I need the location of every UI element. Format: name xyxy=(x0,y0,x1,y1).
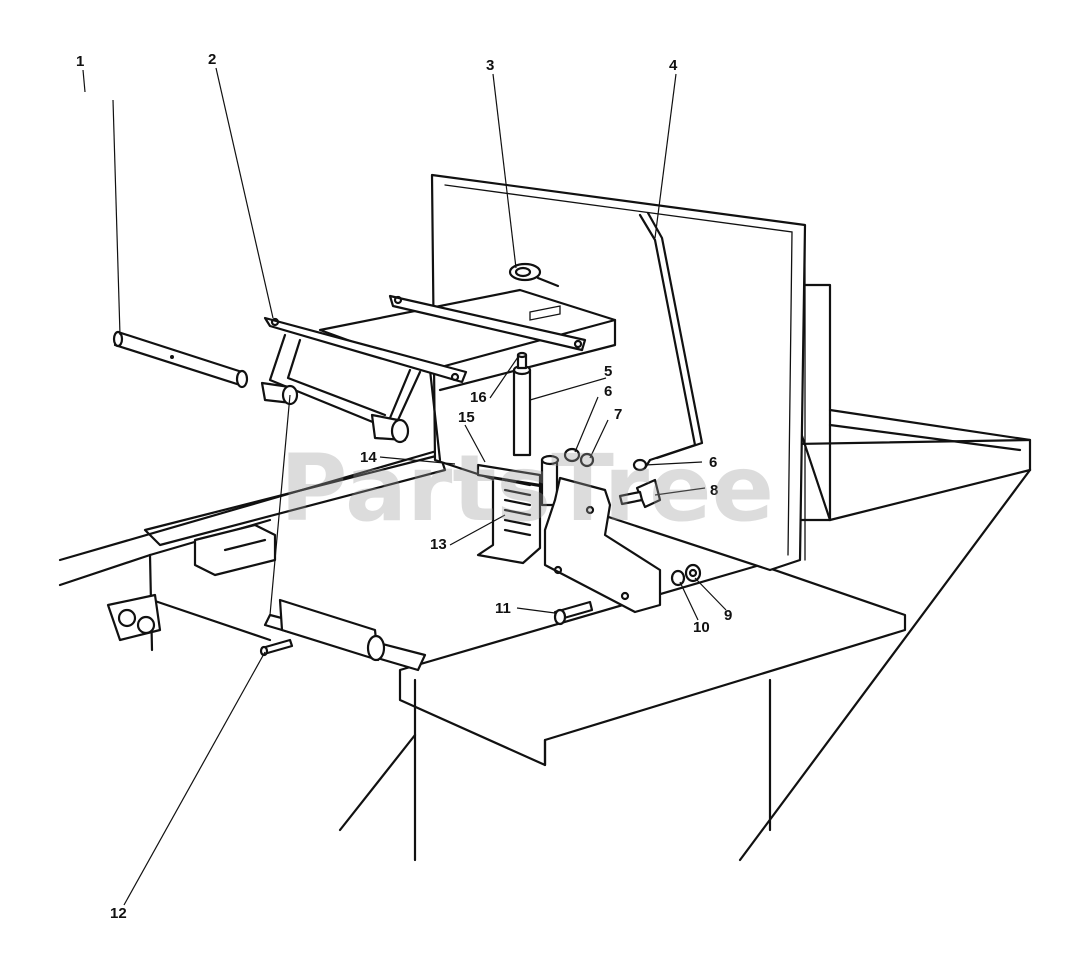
callout-4: 4 xyxy=(669,57,678,74)
strap-bar-assembly xyxy=(260,294,587,444)
callout-15: 15 xyxy=(458,409,475,426)
leader-lines xyxy=(82,67,727,906)
ring-clip xyxy=(508,262,561,321)
rod-shaft xyxy=(112,330,249,389)
bent-control-rod xyxy=(638,211,704,470)
callout-5: 5 xyxy=(604,363,612,380)
machine-frame xyxy=(58,283,1032,862)
hinge-assembly xyxy=(259,598,427,672)
callout-1: 1 xyxy=(76,53,84,70)
small-fasteners xyxy=(563,447,662,509)
watermark: PartsTree xyxy=(280,435,774,542)
vertical-post xyxy=(512,351,532,457)
callout-9: 9 xyxy=(724,607,732,624)
callout-13: 13 xyxy=(430,536,447,553)
callout-10: 10 xyxy=(693,619,710,636)
callout-3: 3 xyxy=(486,57,494,74)
callout-2: 2 xyxy=(208,51,216,68)
callout-labels: 1 2 3 4 5 6 6 7 8 9 10 11 12 13 14 15 16 xyxy=(76,51,732,922)
pivot-bracket xyxy=(543,476,702,626)
callout-12: 12 xyxy=(110,905,127,922)
callout-14: 14 xyxy=(360,449,377,466)
callout-8: 8 xyxy=(710,482,718,499)
spring-bracket xyxy=(476,454,560,565)
callout-16: 16 xyxy=(470,389,487,406)
callout-7: 7 xyxy=(614,406,622,423)
callout-6b: 6 xyxy=(709,454,717,471)
callout-6a: 6 xyxy=(604,383,612,400)
callout-11: 11 xyxy=(495,600,511,617)
